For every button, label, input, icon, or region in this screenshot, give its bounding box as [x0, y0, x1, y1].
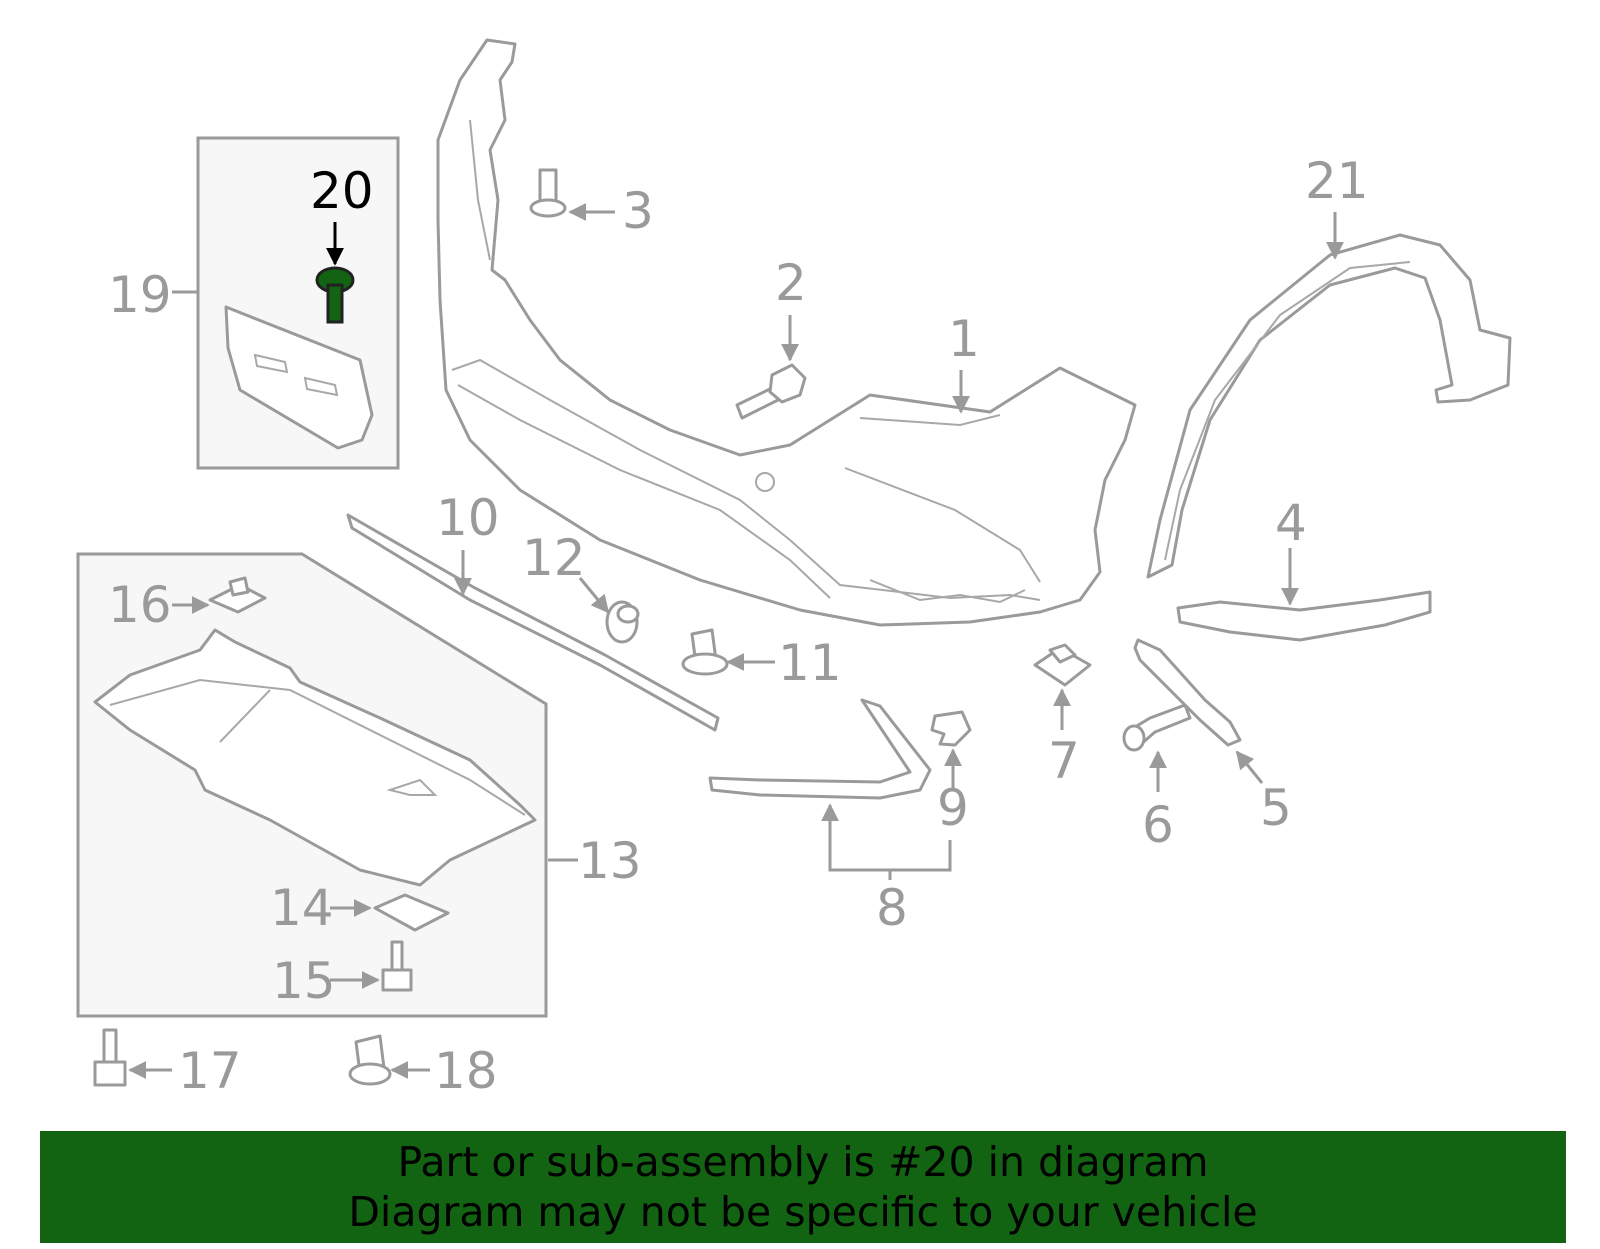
callout-21: 21 — [1305, 152, 1369, 210]
bolt-part-20[interactable] — [315, 266, 355, 324]
callout-11: 11 — [778, 634, 842, 692]
side-trim-part-4[interactable] — [1176, 590, 1432, 642]
callout-6: 6 — [1142, 796, 1174, 854]
bracket-part-9[interactable] — [930, 710, 972, 747]
bolt-part-17[interactable] — [93, 1028, 127, 1087]
clip-part-11[interactable] — [681, 628, 729, 676]
callout-15: 15 — [272, 952, 336, 1010]
callout-1: 1 — [948, 310, 980, 368]
callout-13: 13 — [578, 832, 642, 890]
callout-17: 17 — [178, 1042, 242, 1100]
screw-part-6[interactable] — [1122, 703, 1192, 752]
clip-part-16[interactable] — [208, 576, 267, 614]
strip-part-10[interactable] — [346, 513, 720, 732]
bracket-part-14[interactable] — [373, 893, 450, 932]
callout-labels: 1 2 3 4 5 6 7 8 9 10 11 12 13 14 15 16 1… — [108, 152, 1369, 1100]
callout-12: 12 — [522, 529, 586, 587]
lower-trim-part-8[interactable] — [708, 698, 932, 800]
callout-2: 2 — [775, 254, 807, 312]
callout-16: 16 — [108, 576, 172, 634]
wheel-arch-molding-part-21[interactable] — [1146, 233, 1512, 579]
leader-lines — [128, 203, 1344, 1079]
bolt-part-2[interactable] — [735, 363, 807, 420]
clip-part-18[interactable] — [348, 1034, 392, 1086]
callout-18: 18 — [434, 1042, 498, 1100]
callout-7: 7 — [1048, 732, 1080, 790]
callout-8: 8 — [876, 879, 908, 937]
callout-5: 5 — [1260, 779, 1292, 837]
nut-part-7[interactable] — [1033, 643, 1092, 687]
banner-line-disclaimer: Diagram may not be specific to your vehi… — [348, 1188, 1258, 1236]
side-bracket-part-5[interactable] — [1133, 638, 1242, 747]
callout-14: 14 — [270, 879, 334, 937]
callout-19: 19 — [108, 266, 172, 324]
license-bracket-part-19[interactable] — [224, 305, 374, 450]
bolt-part-15[interactable] — [381, 940, 413, 992]
callout-3: 3 — [622, 182, 654, 240]
callout-4: 4 — [1275, 494, 1307, 552]
bumper-cover-part[interactable] — [436, 38, 1137, 627]
banner-line-part-number: Part or sub-assembly is #20 in diagram — [397, 1138, 1209, 1186]
callout-10: 10 — [436, 489, 500, 547]
info-banner: Part or sub-assembly is #20 in diagram D… — [40, 1131, 1566, 1243]
under-cover-part-13[interactable] — [93, 628, 537, 887]
cap-part-12[interactable] — [605, 600, 640, 644]
callout-9: 9 — [937, 779, 969, 837]
callout-20: 20 — [310, 162, 374, 220]
clip-part-3[interactable] — [529, 168, 567, 218]
